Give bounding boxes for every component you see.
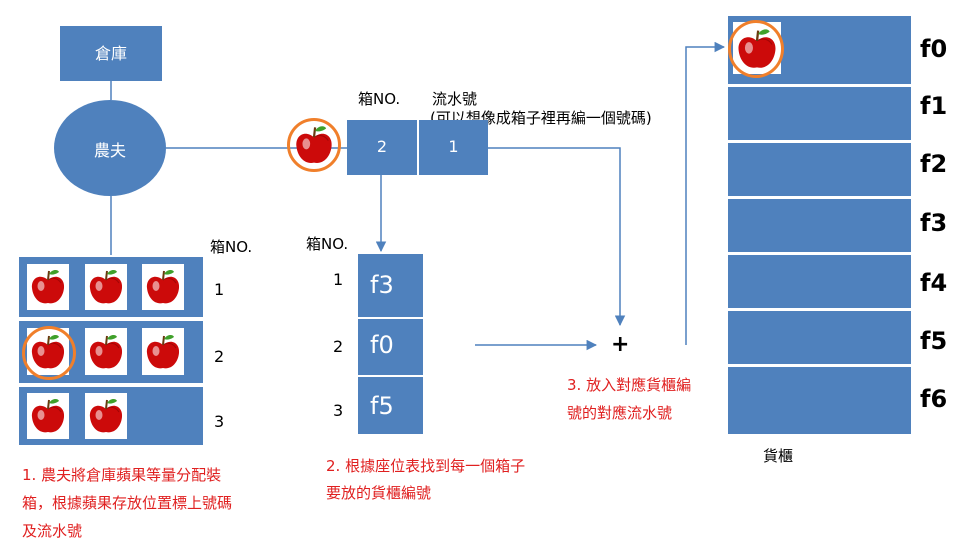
note-step3-line1: 3. 放入對應貨櫃編 — [567, 376, 692, 394]
note-step2-line2: 要放的貨櫃編號 — [326, 484, 432, 502]
cabinet-slot-4-label: f4 — [920, 269, 948, 297]
cabinet-slot-2-label: f2 — [920, 150, 948, 178]
cabinet-slot-5 — [728, 311, 911, 364]
cabinet-slot-6-label: f6 — [920, 385, 948, 413]
apple-icon — [86, 266, 126, 308]
seat-row-1-no: 1 — [333, 270, 344, 289]
seat-cell-1 — [358, 254, 423, 317]
farmer-ellipse — [54, 100, 166, 196]
code-serial-header: 流水號 — [432, 90, 478, 108]
note-step2-line1: 2. 根據座位表找到每一個箱子 — [326, 457, 526, 475]
cabinet-slot-0-label: f0 — [920, 35, 948, 63]
code-box-no-header: 箱NO. — [358, 90, 401, 108]
seat-table-header: 箱NO. — [306, 235, 349, 253]
warehouse-label: 倉庫 — [94, 44, 127, 63]
cabinet-slot-2 — [728, 143, 911, 196]
code-serial-value: 1 — [448, 137, 459, 156]
apple-icon — [28, 395, 68, 437]
note-step1-line3: 及流水號 — [22, 522, 83, 540]
farmer-label: 農夫 — [93, 141, 126, 160]
cabinet-slot-3 — [728, 199, 911, 252]
code-box-no-cell — [347, 120, 417, 175]
plus-sign: + — [611, 332, 630, 357]
warehouse-box — [60, 26, 162, 81]
seat-cell-1-value: f3 — [370, 271, 394, 299]
apple-icon — [143, 266, 183, 308]
apple-icon — [28, 266, 68, 308]
cabinet-slot-5-label: f5 — [920, 327, 948, 355]
apple-icon — [143, 331, 183, 373]
box-number-2: 2 — [214, 347, 225, 366]
seat-cell-3 — [358, 377, 423, 434]
note-step1-line2: 箱，根據蘋果存放位置標上號碼 — [22, 494, 233, 512]
highlight-ring — [287, 118, 341, 172]
cabinet-slot-3-label: f3 — [920, 209, 948, 237]
box-number-1: 1 — [214, 280, 225, 299]
cabinet-label: 貨櫃 — [763, 447, 794, 465]
code-serial-cell — [419, 120, 488, 175]
seat-cell-2 — [358, 319, 423, 375]
plus-cabinet-arrow — [685, 41, 726, 345]
cabinet-slot-6 — [728, 367, 911, 434]
highlight-ring — [728, 20, 784, 78]
apple-icon — [86, 395, 126, 437]
cabinet-slot-1-label: f1 — [920, 92, 948, 120]
cabinet-slot-1 — [728, 87, 911, 140]
seat-row-3-no: 3 — [333, 401, 344, 420]
seat-row-2-no: 2 — [333, 337, 344, 356]
apple-icon — [86, 331, 126, 373]
code-box-no-value: 2 — [376, 137, 388, 156]
cabinet-slot-4 — [728, 255, 911, 308]
note-step3-line2: 號的對應流水號 — [567, 404, 673, 422]
serial-plus-arrow — [488, 147, 626, 327]
seat-cell-3-value: f5 — [370, 392, 394, 420]
box-number-3: 3 — [214, 412, 225, 431]
boxes-header: 箱NO. — [210, 238, 253, 256]
highlight-ring — [22, 326, 76, 380]
note-step1-line1: 1. 農夫將倉庫蘋果等量分配裝 — [22, 466, 222, 484]
seat-cell-2-value: f0 — [370, 331, 394, 359]
